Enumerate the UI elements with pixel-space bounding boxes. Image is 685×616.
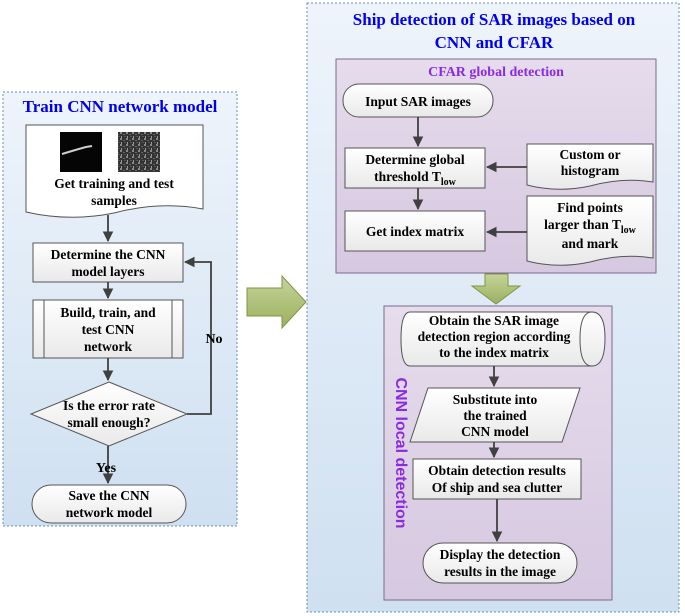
results-line2: Of ship and sea clutter [432, 480, 563, 495]
save-line1: Save the CNN [69, 488, 150, 503]
build-line2: test CNN [82, 322, 135, 337]
threshold-sub: low [441, 177, 457, 188]
node-input-sar: Input SAR images [342, 83, 494, 118]
left-panel: Train CNN network model Get training and… [2, 91, 238, 527]
transition-arrow [246, 274, 307, 330]
clutter-sample-image [118, 132, 160, 172]
node-build-train-test: Build, train, and test CNN network [32, 299, 184, 359]
region-line2: detection region according [418, 329, 571, 344]
region-line3: to the index matrix [439, 345, 549, 360]
input-sar-label: Input SAR images [365, 94, 471, 109]
node-index-matrix: Get index matrix [344, 210, 486, 252]
index-matrix-label: Get index matrix [366, 224, 464, 239]
find-sub: low [621, 225, 637, 236]
node-save-model: Save the CNN network model [31, 484, 187, 524]
right-panel-title-line2: CNN and CFAR [435, 33, 554, 52]
cfar-panel-title: CFAR global detection [428, 65, 564, 80]
node-error-decision: Is the error rate small enough? [29, 381, 189, 447]
edge-no-label: No [205, 332, 222, 347]
layers-line1: Determine the CNN [51, 247, 166, 262]
stage-down-arrow [470, 273, 522, 305]
cnn-panel-title: CNN local detection [392, 377, 409, 528]
save-line2: network model [66, 505, 153, 520]
right-panel-title-line1: Ship detection of SAR images based on [353, 10, 636, 29]
error-line2: small enough? [68, 415, 151, 430]
display-line1: Display the detection [440, 547, 561, 562]
find-line2: larger than T [544, 217, 621, 232]
results-line1: Obtain detection results [428, 463, 566, 478]
left-panel-title: Train CNN network model [23, 97, 218, 116]
node-determine-layers: Determine the CNN model layers [32, 242, 184, 283]
find-line1: Find points [557, 200, 623, 215]
node-global-threshold: Determine global threshold Tlow [344, 147, 486, 189]
node-display-results: Display the detection results in the ima… [422, 542, 578, 584]
custom-line1: Custom or [559, 147, 620, 162]
node-find-points: Find points larger than Tlow and mark [526, 195, 654, 266]
error-line1: Is the error rate [63, 398, 155, 413]
region-line1: Obtain the SAR image [429, 313, 559, 328]
node-custom-histogram: Custom or histogram [526, 143, 654, 190]
build-line1: Build, train, and [60, 305, 156, 320]
edge-yes-label: Yes [96, 461, 117, 476]
substitute-line3: CNN model [461, 424, 529, 439]
threshold-line1: Determine global [365, 152, 465, 167]
find-line2-group: larger than Tlow [544, 217, 637, 236]
node-substitute-cnn: Substitute into the trained CNN model [409, 387, 581, 443]
display-line2: results in the image [444, 564, 556, 579]
ship-sample-streak [61, 145, 93, 155]
threshold-line2-group: threshold Tlow [374, 169, 456, 188]
layers-line2: model layers [71, 264, 144, 279]
find-line3: and mark [562, 236, 619, 251]
right-panel: Ship detection of SAR images based on CN… [306, 2, 680, 613]
node-detection-results: Obtain detection results Of ship and sea… [412, 458, 582, 500]
substitute-line1: Substitute into [453, 392, 538, 407]
samples-line2: samples [91, 193, 137, 208]
custom-line2: histogram [561, 163, 620, 178]
threshold-line2: threshold T [374, 169, 441, 184]
node-training-samples: Get training and test samples [25, 124, 204, 218]
edge-decision-no [183, 256, 212, 415]
node-detection-region: Obtain the SAR image detection region ac… [400, 311, 606, 367]
samples-line1: Get training and test [54, 176, 174, 191]
substitute-line2: the trained [463, 408, 527, 423]
build-line3: network [84, 339, 132, 354]
